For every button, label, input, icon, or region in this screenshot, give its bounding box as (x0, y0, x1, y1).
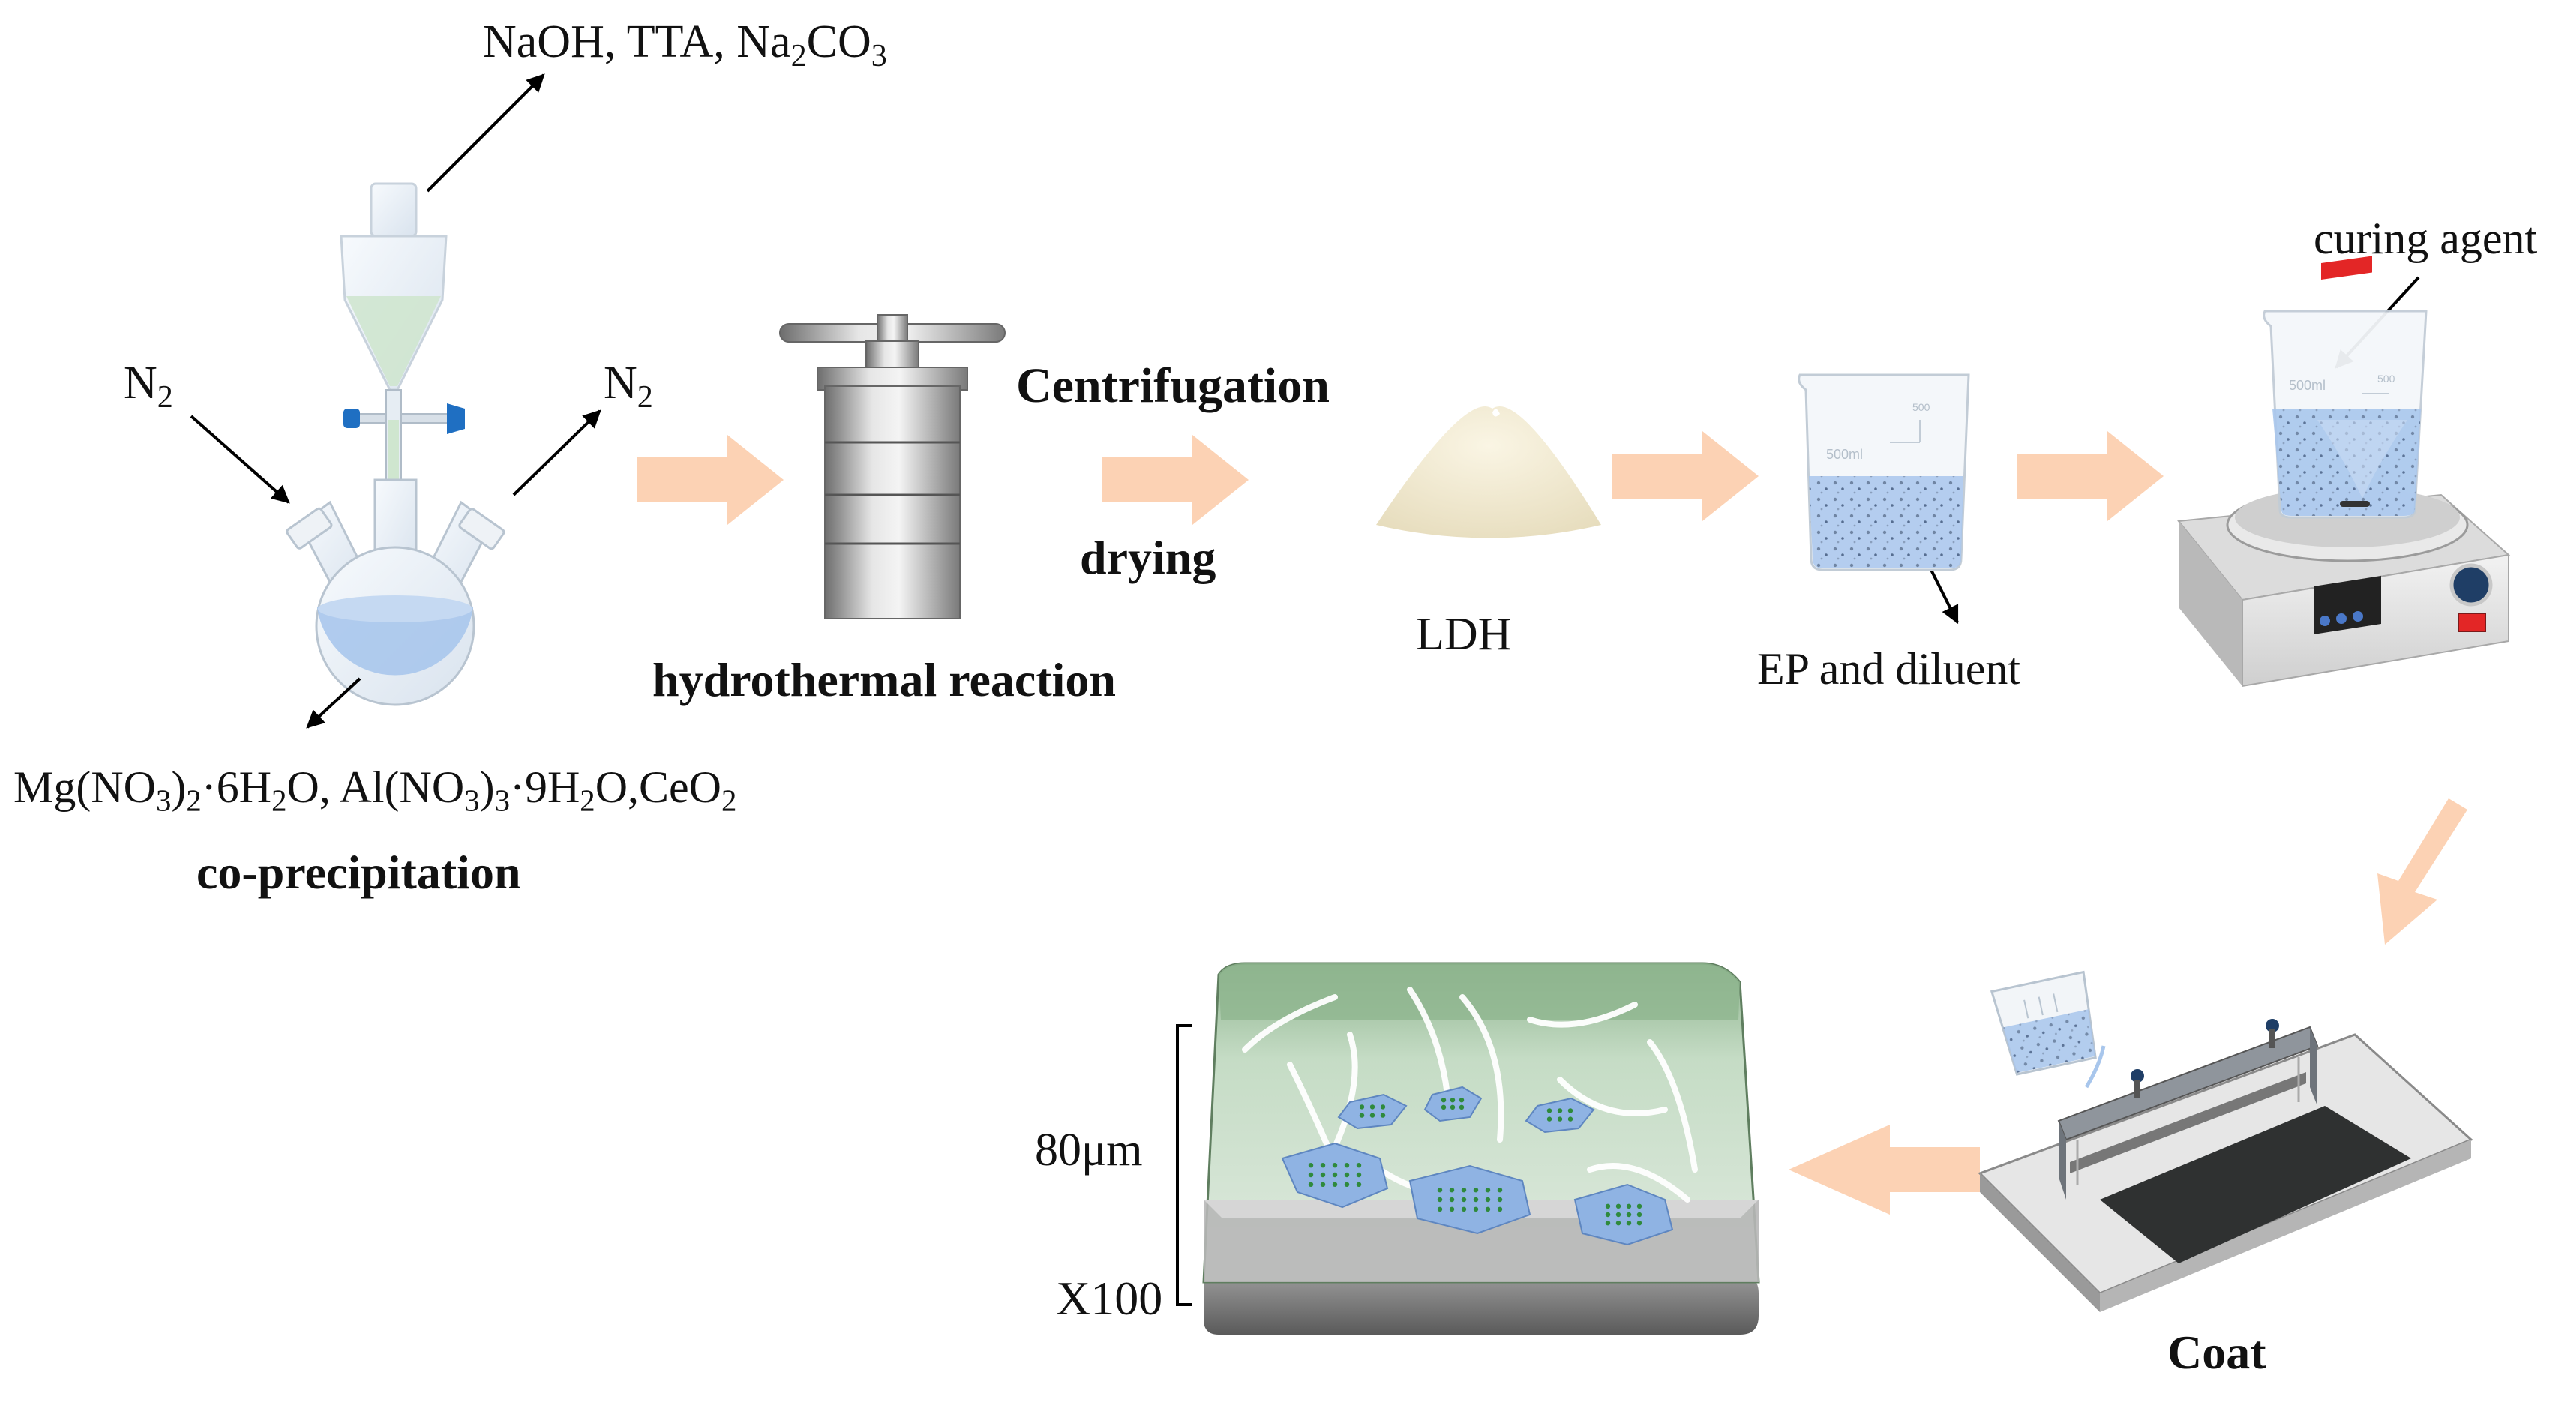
ldh-dot (1441, 1104, 1447, 1110)
ldh-dot (1459, 1104, 1465, 1110)
ldh-dot (1308, 1172, 1314, 1178)
ldh-dot (1450, 1104, 1456, 1110)
ldh-plate-dots (1308, 1098, 1642, 1226)
ldh-dot (1497, 1206, 1503, 1212)
ldh-dot (1497, 1188, 1503, 1193)
ldh-dot (1344, 1172, 1350, 1178)
ldh-dot (1615, 1212, 1621, 1218)
curing-agent-label: curing agent (2314, 214, 2538, 263)
beaker-ep-diluent: 500ml 500 (1798, 373, 1970, 571)
ldh-dot (1380, 1104, 1386, 1110)
ldh-dot (1320, 1182, 1326, 1188)
ldh-powder-pile (1376, 406, 1601, 538)
flow-arrow-3 (1612, 431, 1759, 521)
reagents-bottom-label: Mg(NO3)2·6H2O, Al(NO3)3·9H2O,CeO2 (13, 762, 737, 818)
ldh-dot (1369, 1104, 1375, 1110)
flow-arrow-5 (2377, 798, 2467, 945)
ldh-dot (1356, 1182, 1362, 1188)
ldh-dot (1459, 1098, 1465, 1103)
ldh-dot (1557, 1108, 1563, 1113)
ldh-dot (1615, 1221, 1621, 1226)
ldh-dot (1626, 1221, 1632, 1226)
ldh-dot (1546, 1108, 1552, 1113)
ldh-dot (1615, 1203, 1621, 1209)
ldh-dot (1605, 1221, 1611, 1226)
hydrothermal-autoclave (779, 314, 1006, 619)
coating-cross-section (1202, 962, 1760, 1335)
ldh-dot (1332, 1182, 1338, 1188)
ldh-dot (1461, 1188, 1467, 1193)
ldh-dot (1567, 1116, 1573, 1122)
ldh-dot (1473, 1206, 1479, 1212)
ldh-dot (1332, 1163, 1338, 1168)
ldh-dot (1359, 1113, 1365, 1118)
ldh-dot (1636, 1221, 1642, 1226)
step-drying-label: drying (1080, 531, 1216, 584)
step-hydrothermal-label: hydrothermal reaction (652, 653, 1116, 706)
ldh-dot (1626, 1203, 1632, 1209)
step-centrifugation-label: Centrifugation (1016, 358, 1330, 413)
ldh-dot (1450, 1098, 1456, 1103)
beaker-mark: 500ml (1826, 447, 1863, 462)
ldh-dot (1626, 1212, 1632, 1218)
beaker-mark-small: 500 (1912, 401, 1930, 413)
flow-arrow-4 (2017, 431, 2164, 521)
step-coat-label: Coat (2167, 1326, 2266, 1379)
ldh-dot (1605, 1203, 1611, 1209)
ldh-dot (1308, 1163, 1314, 1168)
ldh-dot (1380, 1113, 1386, 1118)
ldh-dot (1332, 1172, 1338, 1178)
ldh-dot (1320, 1163, 1326, 1168)
ldh-dot (1473, 1188, 1479, 1193)
ldh-label: LDH (1416, 609, 1512, 660)
flow-arrow-6 (1789, 1125, 1980, 1215)
beaker-mark: 500ml (2289, 378, 2326, 393)
magnetic-stirrer: 500ml 500 (2177, 256, 2511, 688)
reagents-top-label: NaOH, TTA, Na2CO3 (483, 16, 887, 73)
ldh-dot (1485, 1188, 1491, 1193)
ldh-dot (1344, 1182, 1350, 1188)
ldh-dot (1344, 1163, 1350, 1168)
ldh-dot (1437, 1206, 1443, 1212)
ldh-dot (1485, 1206, 1491, 1212)
step-coprecipitation-label: co-precipitation (196, 846, 521, 899)
ldh-dot (1308, 1182, 1314, 1188)
film-applicator (1978, 970, 2473, 1312)
ldh-dot (1449, 1206, 1455, 1212)
ldh-dot (1546, 1116, 1552, 1122)
ldh-dot (1636, 1203, 1642, 1209)
ldh-dot (1473, 1197, 1479, 1203)
ldh-dot (1356, 1163, 1362, 1168)
three-neck-flask-apparatus (286, 182, 505, 706)
flow-arrow-2 (1102, 435, 1249, 525)
scale-magnification-label: X100 (1056, 1272, 1163, 1325)
ldh-dot (1449, 1197, 1455, 1203)
ldh-dot (1320, 1172, 1326, 1178)
ldh-dot (1461, 1206, 1467, 1212)
ldh-dot (1437, 1197, 1443, 1203)
beaker-mark-small: 500 (2377, 373, 2395, 385)
flow-arrows (637, 431, 2467, 1215)
ldh-dot (1437, 1188, 1443, 1193)
scale-thickness-label: 80μm (1035, 1125, 1143, 1176)
n2-right-label: N2 (604, 358, 653, 415)
ldh-dot (1449, 1188, 1455, 1193)
ldh-dot (1605, 1212, 1611, 1218)
ldh-dot (1567, 1108, 1573, 1113)
ldh-dot (1485, 1197, 1491, 1203)
flow-arrow-1 (637, 435, 784, 525)
ldh-dot (1636, 1212, 1642, 1218)
ldh-dot (1441, 1098, 1447, 1103)
ep-diluent-label: EP and diluent (1757, 644, 2021, 694)
ldh-dot (1359, 1104, 1365, 1110)
ldh-dot (1461, 1197, 1467, 1203)
ldh-dot (1557, 1116, 1563, 1122)
scale-bracket (1176, 1024, 1192, 1306)
n2-left-label: N2 (124, 358, 173, 415)
ldh-dot (1497, 1197, 1503, 1203)
ldh-dot (1356, 1172, 1362, 1178)
ldh-dot (1369, 1113, 1375, 1118)
